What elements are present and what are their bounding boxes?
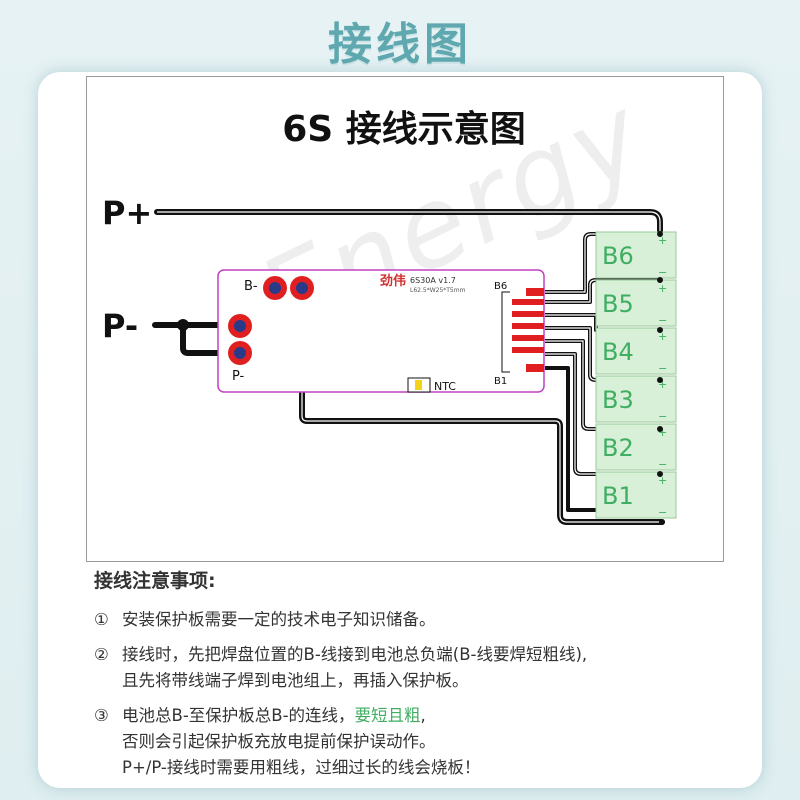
note-highlight: 要短且粗 bbox=[354, 706, 421, 725]
balance-wire-b0 bbox=[545, 366, 600, 512]
cell-b5: B5 + − bbox=[595, 279, 677, 327]
svg-text:−: − bbox=[658, 506, 667, 519]
p-minus-label: P- bbox=[102, 307, 138, 345]
notes-heading: 接线注意事项: bbox=[94, 570, 216, 592]
cell-b1: B1 + − bbox=[595, 471, 677, 519]
board-model: 6S30A v1.7 bbox=[410, 276, 456, 285]
balance-connector-bracket bbox=[501, 291, 510, 373]
note-number: ③ bbox=[94, 706, 109, 725]
board-dimensions: L62.5*W25*T5mm bbox=[410, 287, 466, 294]
note-text: 电池总B-至保护板总B-的连线， bbox=[122, 706, 355, 725]
note-3: ③ 电池总B-至保护板总B-的连线，要短且粗, 否则会引起保护板充放电提前保护误… bbox=[94, 703, 734, 781]
cell-terminals bbox=[657, 231, 665, 525]
svg-text:+: + bbox=[658, 330, 667, 343]
cell-b6: B6 + − bbox=[595, 231, 677, 279]
page-title: 接线图 bbox=[328, 19, 472, 70]
ntc-label: NTC bbox=[434, 380, 456, 393]
note-line: 否则会引起保护板充放电提前保护误动作。 bbox=[122, 732, 436, 751]
svg-text:+: + bbox=[658, 282, 667, 295]
note-line: 电池总B-至保护板总B-的连线，要短且粗, bbox=[122, 703, 734, 729]
note-line: 安装保护板需要一定的技术电子知识储备。 bbox=[122, 610, 436, 629]
b-minus-pads bbox=[263, 276, 314, 300]
battery-cells: B6 + − B5 + − B4 + − B3 + − B2 + − bbox=[595, 231, 677, 519]
svg-text:−: − bbox=[658, 458, 667, 471]
note-1: ① 安装保护板需要一定的技术电子知识储备。 bbox=[94, 607, 734, 633]
board-brand: 劲伟 bbox=[380, 273, 406, 289]
svg-text:−: − bbox=[658, 362, 667, 375]
cell-b2: B2 + − bbox=[595, 423, 677, 471]
svg-text:+: + bbox=[658, 474, 667, 487]
svg-text:+: + bbox=[658, 426, 667, 439]
diagram-title: 6S 接线示意图 bbox=[282, 109, 526, 150]
balance-pins bbox=[512, 288, 544, 372]
cell-b4-label: B4 bbox=[602, 338, 634, 366]
cell-b1-label: B1 bbox=[602, 482, 634, 510]
cell-b2-label: B2 bbox=[602, 434, 634, 462]
wiring-notes: 接线注意事项: ① 安装保护板需要一定的技术电子知识储备。 ② 接线时，先把焊盘… bbox=[94, 566, 734, 790]
cell-b5-label: B5 bbox=[602, 290, 634, 318]
note-line: P+/P-接线时需要用粗线，过细过长的线会烧板！ bbox=[122, 758, 481, 777]
p-minus-junction bbox=[177, 319, 189, 331]
svg-text:+: + bbox=[658, 234, 667, 247]
protection-board bbox=[217, 269, 545, 393]
p-minus-pads bbox=[228, 314, 252, 365]
note-text: , bbox=[420, 706, 426, 725]
cell-b3-label: B3 bbox=[602, 386, 634, 414]
note-2: ② 接线时，先把焊盘位置的B-线接到电池总负端(B-线要焊短粗线), 且先将带线… bbox=[94, 642, 734, 694]
cell-b3: B3 + − bbox=[595, 375, 677, 423]
p-minus-loop bbox=[180, 322, 243, 356]
balance-top-label: B6 bbox=[494, 281, 507, 292]
svg-text:+: + bbox=[658, 378, 667, 391]
p-plus-wire bbox=[154, 209, 663, 241]
svg-text:−: − bbox=[658, 314, 667, 327]
cell-b6-label: B6 bbox=[602, 242, 634, 270]
note-number: ② bbox=[94, 645, 109, 664]
note-line: 且先将带线端子焊到电池组上，再插入保护板。 bbox=[122, 671, 469, 690]
svg-text:−: − bbox=[658, 266, 667, 279]
pad-p-minus-label: P- bbox=[232, 369, 245, 384]
balance-bottom-label: B1 bbox=[494, 376, 507, 387]
note-number: ① bbox=[94, 610, 109, 629]
cell-b4: B4 + − bbox=[595, 327, 677, 375]
pad-b-minus-label: B- bbox=[244, 279, 258, 294]
svg-text:−: − bbox=[658, 410, 667, 423]
note-line: 接线时，先把焊盘位置的B-线接到电池总负端(B-线要焊短粗线), bbox=[122, 645, 588, 664]
p-plus-label: P+ bbox=[102, 194, 152, 232]
